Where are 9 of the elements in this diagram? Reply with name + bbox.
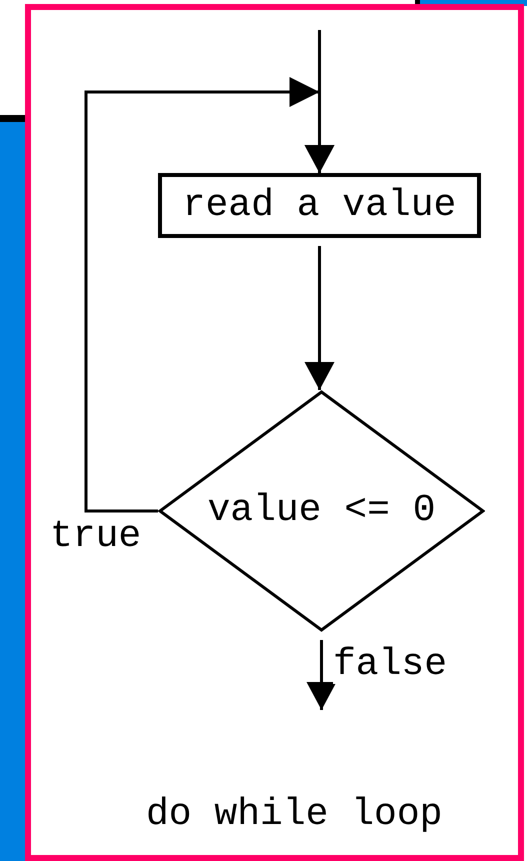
decision-diamond [158, 390, 485, 632]
arrow [304, 246, 334, 390]
arrow [306, 640, 336, 710]
caption: do while loop [146, 796, 442, 834]
arrow [84, 77, 334, 512]
node-label: read a value [182, 186, 456, 224]
process-box [158, 173, 481, 238]
node-label: value <= 0 [207, 492, 436, 530]
edge-label: false [333, 646, 448, 684]
